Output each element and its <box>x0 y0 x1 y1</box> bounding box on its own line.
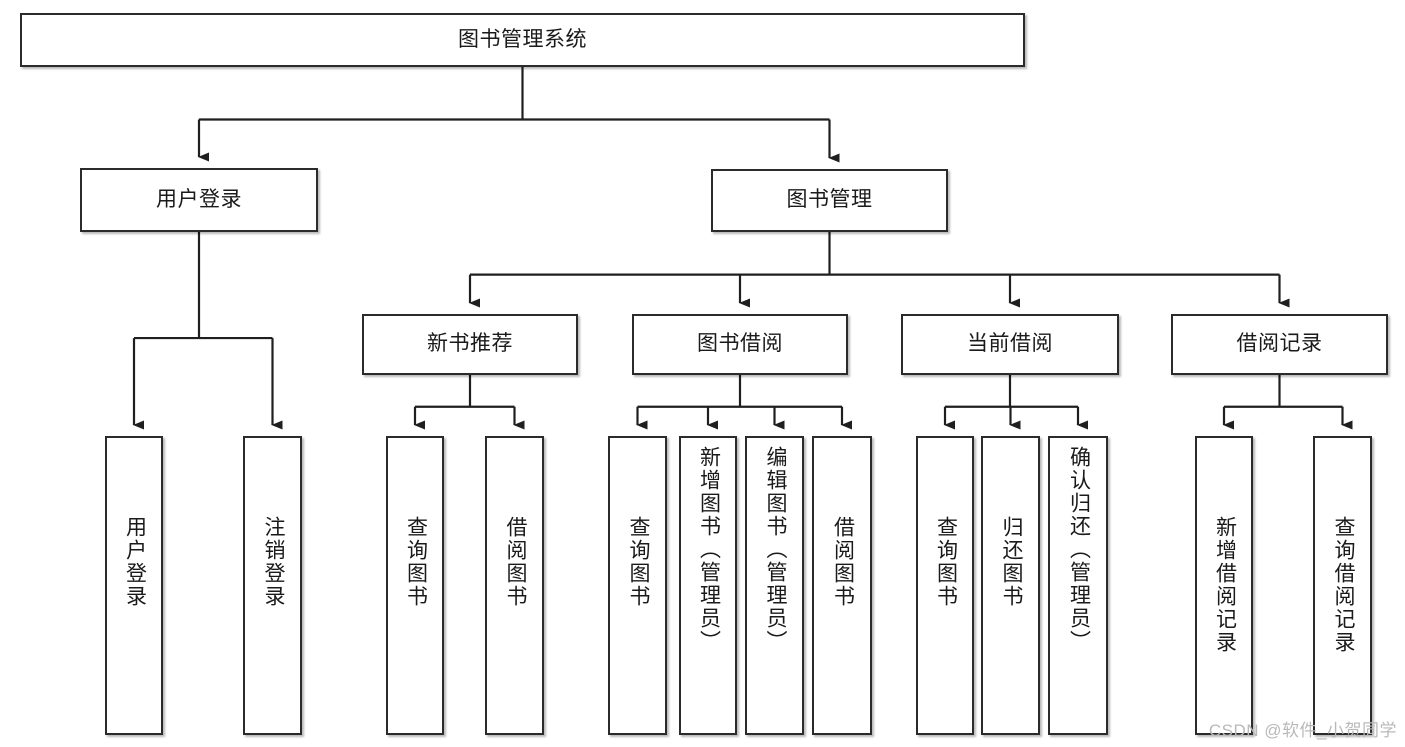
node-label: 借阅图书 <box>831 516 855 608</box>
node-new-book-rec[interactable]: 新书推荐 <box>362 314 578 375</box>
node-leaf-add-record[interactable]: 新增借阅记录 <box>1195 436 1253 735</box>
node-book-borrow[interactable]: 图书借阅 <box>632 314 848 375</box>
node-label: 确认归还（管理员） <box>1067 446 1091 653</box>
node-label: 借阅图书 <box>503 516 527 608</box>
node-label: 归还图书 <box>999 516 1023 608</box>
node-leaf-add-book[interactable]: 新增图书（管理员） <box>679 436 737 735</box>
watermark-text: CSDN @软件_小贺同学 <box>1208 721 1397 740</box>
node-leaf-confirm-return[interactable]: 确认归还（管理员） <box>1048 436 1108 735</box>
node-label: 图书管理 <box>786 188 873 212</box>
node-leaf-query-book-2[interactable]: 查询图书 <box>608 436 667 735</box>
node-leaf-logout[interactable]: 注销登录 <box>243 436 302 735</box>
node-leaf-user-login[interactable]: 用户登录 <box>105 436 163 735</box>
node-label: 查询图书 <box>404 516 428 608</box>
node-label: 当前借阅 <box>967 332 1053 356</box>
node-leaf-query-book-1[interactable]: 查询图书 <box>386 436 444 735</box>
node-leaf-edit-book[interactable]: 编辑图书（管理员） <box>745 436 804 735</box>
node-leaf-query-book-3[interactable]: 查询图书 <box>916 436 974 735</box>
node-label: 编辑图书（管理员） <box>763 446 787 653</box>
node-label: 新增借阅记录 <box>1213 516 1237 654</box>
node-leaf-return-book[interactable]: 归还图书 <box>981 436 1040 735</box>
node-label: 用户登录 <box>156 187 242 211</box>
node-borrow-record[interactable]: 借阅记录 <box>1171 314 1388 375</box>
node-label: 图书借阅 <box>697 332 783 356</box>
node-leaf-borrow-book-2[interactable]: 借阅图书 <box>812 436 872 735</box>
node-book-manage[interactable]: 图书管理 <box>711 169 948 232</box>
node-label: 注销登录 <box>261 516 285 608</box>
node-label: 借阅记录 <box>1236 332 1323 356</box>
node-label: 新增图书（管理员） <box>697 446 721 653</box>
node-label: 新书推荐 <box>427 332 513 356</box>
node-label: 用户登录 <box>123 516 147 608</box>
node-label: 查询图书 <box>626 516 650 608</box>
node-label: 查询图书 <box>934 516 958 608</box>
node-label: 图书管理系统 <box>458 27 587 51</box>
node-leaf-query-record[interactable]: 查询借阅记录 <box>1313 436 1372 735</box>
node-user-login[interactable]: 用户登录 <box>80 168 318 232</box>
node-root[interactable]: 图书管理系统 <box>20 13 1025 67</box>
node-label: 查询借阅记录 <box>1331 516 1355 654</box>
node-current-borrow[interactable]: 当前借阅 <box>901 314 1119 375</box>
node-leaf-borrow-book-1[interactable]: 借阅图书 <box>485 436 544 735</box>
